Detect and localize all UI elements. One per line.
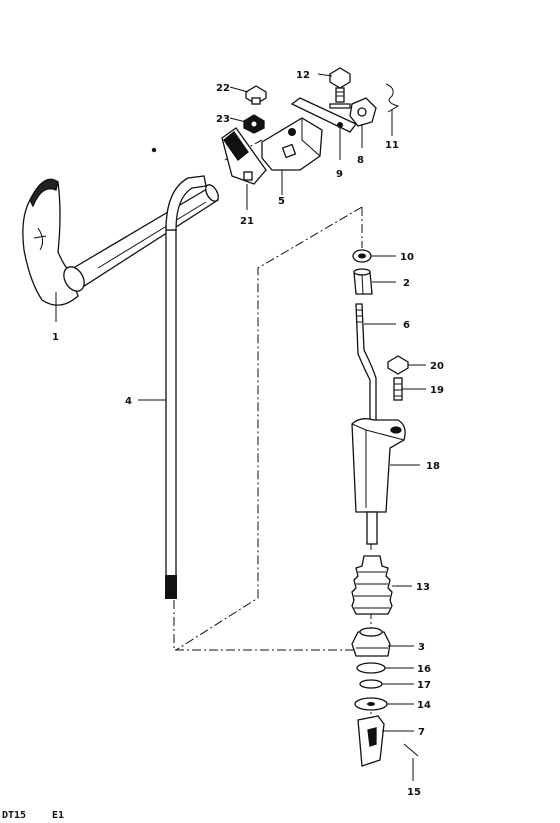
marker-dot (151, 147, 157, 153)
tiller-handle-part (22, 178, 219, 306)
lever-boot-18-part (351, 418, 406, 545)
callout-6: 6 (403, 320, 410, 331)
callout-1: 1 (52, 332, 59, 343)
callout-12: 12 (296, 70, 310, 81)
callout-17: 17 (417, 680, 431, 691)
assembly-guide-lines (173, 139, 372, 718)
callout-13: 13 (416, 582, 430, 593)
callout-16: 16 (417, 664, 431, 675)
callout-labels: 1 4 22 23 21 5 12 9 8 11 10 2 6 20 19 18… (52, 70, 444, 798)
pin-15-part (403, 743, 419, 757)
callout-23: 23 (216, 114, 230, 125)
bolt-22-part (245, 85, 267, 105)
region-code: E1 (52, 810, 64, 821)
bellows-13-part (351, 555, 393, 615)
nut-23-part (243, 114, 265, 134)
bracket-7-part (357, 715, 385, 767)
bushing-3-part (351, 627, 391, 657)
callout-20: 20 (430, 361, 444, 372)
clip-11-part (385, 83, 400, 113)
callout-10: 10 (400, 252, 414, 263)
callout-2: 2 (403, 278, 410, 289)
callout-4: 4 (125, 396, 132, 407)
collar-8-part (349, 97, 377, 127)
shift-rod-part (165, 175, 207, 599)
pin-19-part (393, 377, 403, 401)
bracket-part (221, 127, 267, 185)
bolt-12-part (329, 67, 351, 109)
callout-7: 7 (418, 727, 425, 738)
oring-17-part (359, 679, 383, 689)
callout-18: 18 (426, 461, 440, 472)
callout-11: 11 (385, 140, 399, 151)
callout-19: 19 (430, 385, 444, 396)
callout-5: 5 (278, 196, 285, 207)
callout-9: 9 (336, 169, 343, 180)
callout-22: 22 (216, 83, 230, 94)
callout-15: 15 (407, 787, 421, 798)
nut-20-part (387, 355, 409, 375)
callout-21: 21 (240, 216, 254, 227)
model-code: DT15 (2, 810, 26, 821)
nut-10-part (352, 249, 372, 263)
callout-3: 3 (418, 642, 425, 653)
washer-14-part (354, 697, 388, 711)
callout-14: 14 (417, 700, 431, 711)
leader-lines (55, 73, 426, 781)
shift-cam-part (261, 117, 323, 171)
nut-2-part (353, 268, 373, 295)
oring-16-part (356, 662, 386, 674)
callout-8: 8 (357, 155, 364, 166)
